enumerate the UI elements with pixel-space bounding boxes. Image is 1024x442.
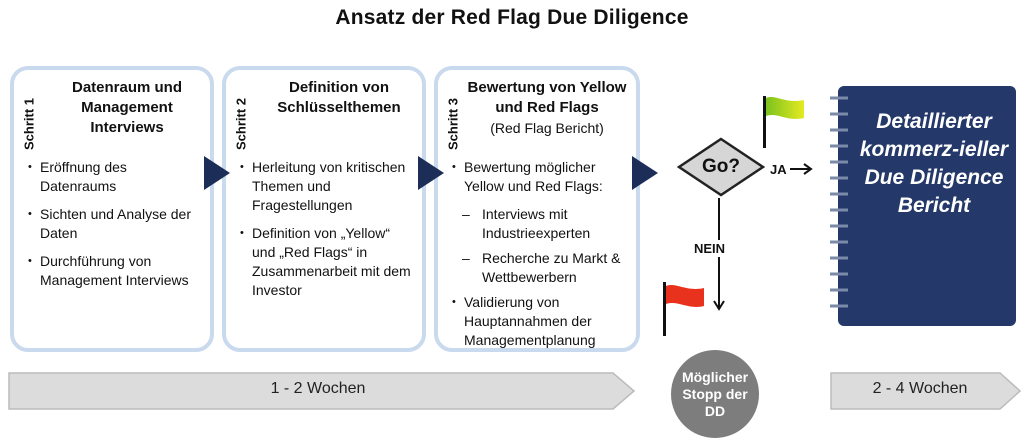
arrow-right-icon [632, 156, 658, 190]
step-1-bullet: Eröffnung des Datenraums [28, 158, 204, 196]
timeline-label: 1 - 2 Wochen [270, 380, 366, 397]
step-3-title: Bewertung von Yellow und Red Flags [467, 79, 627, 116]
yellow-flag-icon [763, 96, 804, 148]
report-cover: Detaillierter kommerz-ieller Due Diligen… [838, 86, 1016, 326]
diagram-title: Ansatz der Red Flag Due Diligence [335, 6, 689, 29]
step-1-box: Schritt 1 Datenraum und Management Inter… [10, 66, 214, 352]
step-1-heading: Datenraum und Management Interviews [71, 79, 182, 136]
step-2-bullets: Herleitung von kritischen Themen und Fra… [240, 158, 416, 309]
step-2-bullet: Herleitung von kritischen Themen und Fra… [240, 158, 416, 215]
red-flag-icon [663, 282, 704, 336]
step-2-bullet: Definition von „Yellow“ und „Red Flags“ … [240, 224, 416, 300]
arrow-right-icon [204, 156, 230, 190]
step-3-heading: Bewertung von Yellow und Red Flags (Red … [462, 78, 632, 138]
spiral-binding-icon [830, 96, 848, 308]
arrow-right-icon [790, 163, 813, 175]
step-3-bullet: Validierung von Hauptannahmen der Manage… [452, 293, 630, 350]
stop-text: Möglicher Stopp der DD [681, 368, 749, 419]
report-title: Detaillierter kommerz-ieller Due Diligen… [859, 110, 1009, 217]
timeline-arrow [830, 372, 1022, 410]
step-1-bullets: Eröffnung des Datenraums Sichten und Ana… [28, 158, 204, 299]
step-3-bullets: Bewertung möglicher Yellow und Red Flags… [452, 158, 630, 359]
step-3-subbullet: Interviews mit Industrieexperten [452, 205, 630, 243]
decision-no-label: NEIN [692, 240, 728, 257]
step-3-bullet: Bewertung möglicher Yellow und Red Flags… [452, 158, 630, 196]
step-2-label: Schritt 2 [233, 97, 249, 151]
decision-yes-label: JA [770, 162, 787, 177]
step-1-bullet: Sichten und Analyse der Daten [28, 205, 204, 243]
step-3-label: Schritt 3 [445, 97, 461, 151]
timeline-arrow [8, 372, 636, 410]
step-1-bullet: Durchführung von Management Interviews [28, 252, 204, 290]
step-3-subheading: (Red Flag Bericht) [490, 120, 604, 136]
timeline-label: 2 - 4 Wochen [872, 380, 968, 397]
step-1-label: Schritt 1 [21, 97, 37, 151]
step-3-subbullet: Recherche zu Markt & Wettbewerbern [452, 249, 630, 287]
decision-label: Go? [702, 156, 740, 177]
step-2-heading: Definition von Schlüsselthemen [277, 79, 401, 116]
stop-circle: Möglicher Stopp der DD [671, 350, 759, 438]
step-2-box: Schritt 2 Definition von Schlüsselthemen… [222, 66, 426, 352]
arrow-right-icon [418, 156, 444, 190]
step-3-box: Schritt 3 Bewertung von Yellow und Red F… [434, 66, 640, 352]
decision-diamond [676, 137, 766, 197]
